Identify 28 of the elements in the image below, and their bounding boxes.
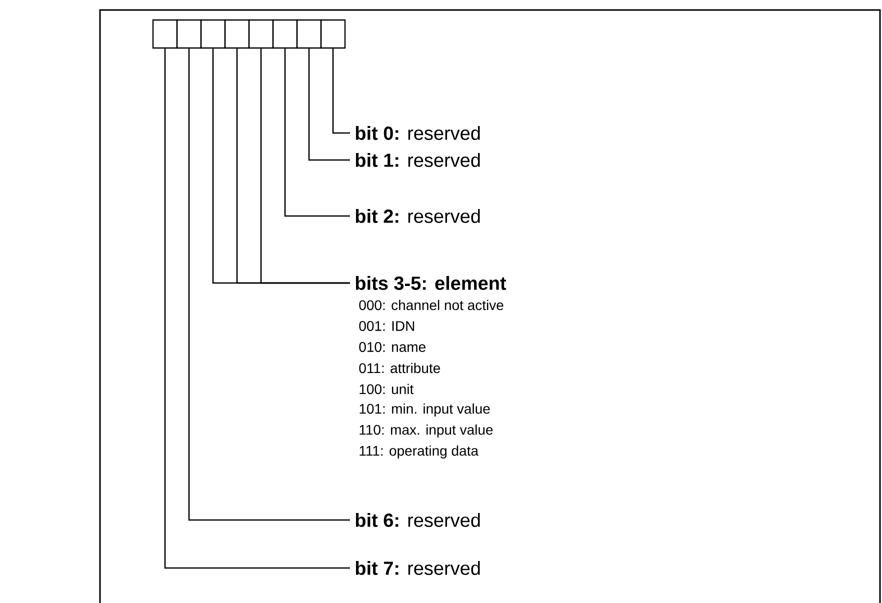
bit-cell: [224, 19, 250, 49]
bit-cell: [296, 19, 322, 49]
connector-line: [332, 48, 350, 134]
value-description: 110: max. input value: [360, 424, 493, 438]
bit-label: bit 7: reserved: [356, 561, 480, 575]
bit-label: bits 3-5: element: [356, 276, 506, 290]
bit-label: bit 6: reserved: [356, 513, 480, 527]
bit-cell: [272, 19, 298, 49]
value-description: 001: IDN: [359, 321, 414, 331]
bit-cell: [248, 19, 274, 49]
value-description: 111: operating data: [360, 445, 478, 459]
value-description: 011: attribute: [359, 362, 440, 374]
bit-label: bit 2: reserved: [356, 209, 480, 223]
bit-cell: [176, 19, 202, 49]
bit-label: bit 1: reserved: [356, 153, 480, 167]
bit-cell: [152, 19, 178, 49]
connector-line: [164, 48, 350, 569]
bit-cell: [320, 19, 346, 49]
connector-line: [212, 48, 350, 284]
bit-label: bit 0: reserved: [356, 126, 480, 140]
value-description: 010: name: [359, 342, 426, 352]
value-description: 000: channel not active: [359, 300, 504, 310]
connector-line: [284, 48, 350, 217]
value-description: 101: min. input value: [360, 403, 490, 417]
bit-cell: [200, 19, 226, 49]
value-description: 100: unit: [360, 384, 414, 394]
connector-line: [188, 48, 350, 521]
connector-line: [308, 48, 350, 161]
